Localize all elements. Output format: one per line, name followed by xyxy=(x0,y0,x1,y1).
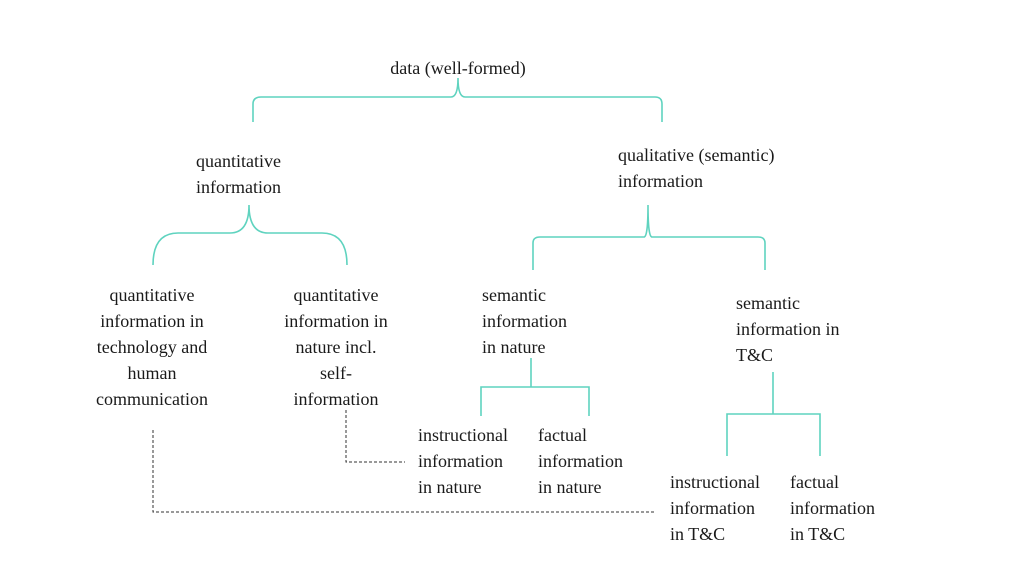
node-text: qualitative (semantic) xyxy=(618,145,775,165)
node-text: quantitative xyxy=(196,151,281,171)
node-text: semantic xyxy=(482,285,546,305)
node-text: human xyxy=(127,363,177,383)
node-text: quantitative xyxy=(109,285,195,305)
node-instructional-nature: instructional information in nature xyxy=(418,422,508,500)
node-text: instructional xyxy=(670,472,760,492)
node-text: T&C xyxy=(736,345,774,365)
node-quantitative-nature: quantitative information in nature incl.… xyxy=(284,282,387,412)
node-factual-tc: factual information in T&C xyxy=(790,469,875,547)
node-text: in nature xyxy=(538,477,602,497)
dashed-link-nature xyxy=(345,410,405,463)
node-text: communication xyxy=(96,389,208,409)
node-text: nature incl. xyxy=(295,337,377,357)
node-text: data (well-formed) xyxy=(390,58,526,78)
node-semantic-tc: semantic information in T&C xyxy=(736,290,839,368)
node-data-well-formed: data (well-formed) xyxy=(390,55,525,81)
semantic-nature-connector xyxy=(480,358,590,416)
node-text: semantic xyxy=(736,293,800,313)
node-text: factual xyxy=(538,425,587,445)
node-text: in T&C xyxy=(790,524,846,544)
qualitative-brace xyxy=(532,204,766,270)
node-text: information xyxy=(538,451,623,471)
node-text: in nature xyxy=(418,477,482,497)
node-instructional-tc: instructional information in T&C xyxy=(670,469,760,547)
node-text: information in xyxy=(284,311,388,331)
node-text: information in xyxy=(736,319,840,339)
node-text: in nature xyxy=(482,337,546,357)
node-quantitative-tech-human: quantitative information in technology a… xyxy=(96,282,208,412)
node-text: in T&C xyxy=(670,524,726,544)
node-text: information xyxy=(618,171,703,191)
node-semantic-nature: semantic information in nature xyxy=(482,282,567,360)
node-text: information xyxy=(293,389,379,409)
node-text: information in xyxy=(100,311,204,331)
node-text: factual xyxy=(790,472,839,492)
node-text: information xyxy=(790,498,875,518)
node-text: quantitative xyxy=(293,285,379,305)
node-text: instructional xyxy=(418,425,508,445)
dashed-link-tc xyxy=(152,430,656,513)
node-factual-nature: factual information in nature xyxy=(538,422,623,500)
node-text: information xyxy=(196,177,281,197)
node-text: technology and xyxy=(96,337,208,357)
quantitative-brace xyxy=(152,204,348,266)
node-text: information xyxy=(670,498,755,518)
semantic-tc-connector xyxy=(726,372,821,456)
node-qualitative-information: qualitative (semantic) information xyxy=(618,142,774,194)
node-quantitative-information: quantitative information xyxy=(196,148,281,200)
node-text: information xyxy=(418,451,503,471)
node-text: information xyxy=(482,311,567,331)
root-brace xyxy=(252,77,663,122)
node-text: self- xyxy=(320,363,352,383)
